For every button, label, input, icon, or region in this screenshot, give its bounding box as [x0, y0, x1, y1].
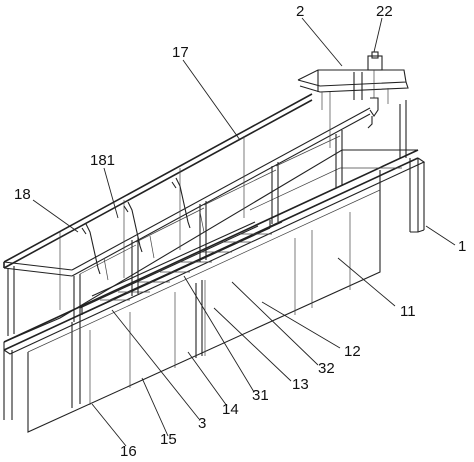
- upper-frame: [3, 92, 407, 336]
- hanging-links: [81, 177, 205, 281]
- inner-rack: [79, 220, 283, 316]
- label-181: 181: [90, 152, 115, 169]
- label-32: 32: [318, 360, 335, 377]
- leader-lines: [32, 17, 456, 447]
- label-1: 1: [458, 238, 466, 255]
- label-18: 18: [14, 186, 31, 203]
- reference-labels: 2 22 17 181 18 1 11 12 32 13 31 14 3 15 …: [14, 3, 466, 460]
- label-2: 2: [296, 3, 304, 20]
- label-15: 15: [160, 431, 177, 448]
- label-12: 12: [344, 343, 361, 360]
- label-16: 16: [120, 443, 137, 460]
- hoist-trolley: [297, 51, 409, 129]
- label-13: 13: [292, 376, 309, 393]
- label-3: 3: [198, 415, 206, 432]
- label-22: 22: [376, 3, 393, 20]
- label-31: 31: [252, 387, 269, 404]
- label-11: 11: [400, 303, 416, 320]
- label-14: 14: [222, 401, 239, 418]
- label-17: 17: [172, 44, 189, 61]
- base-frame: [3, 149, 426, 433]
